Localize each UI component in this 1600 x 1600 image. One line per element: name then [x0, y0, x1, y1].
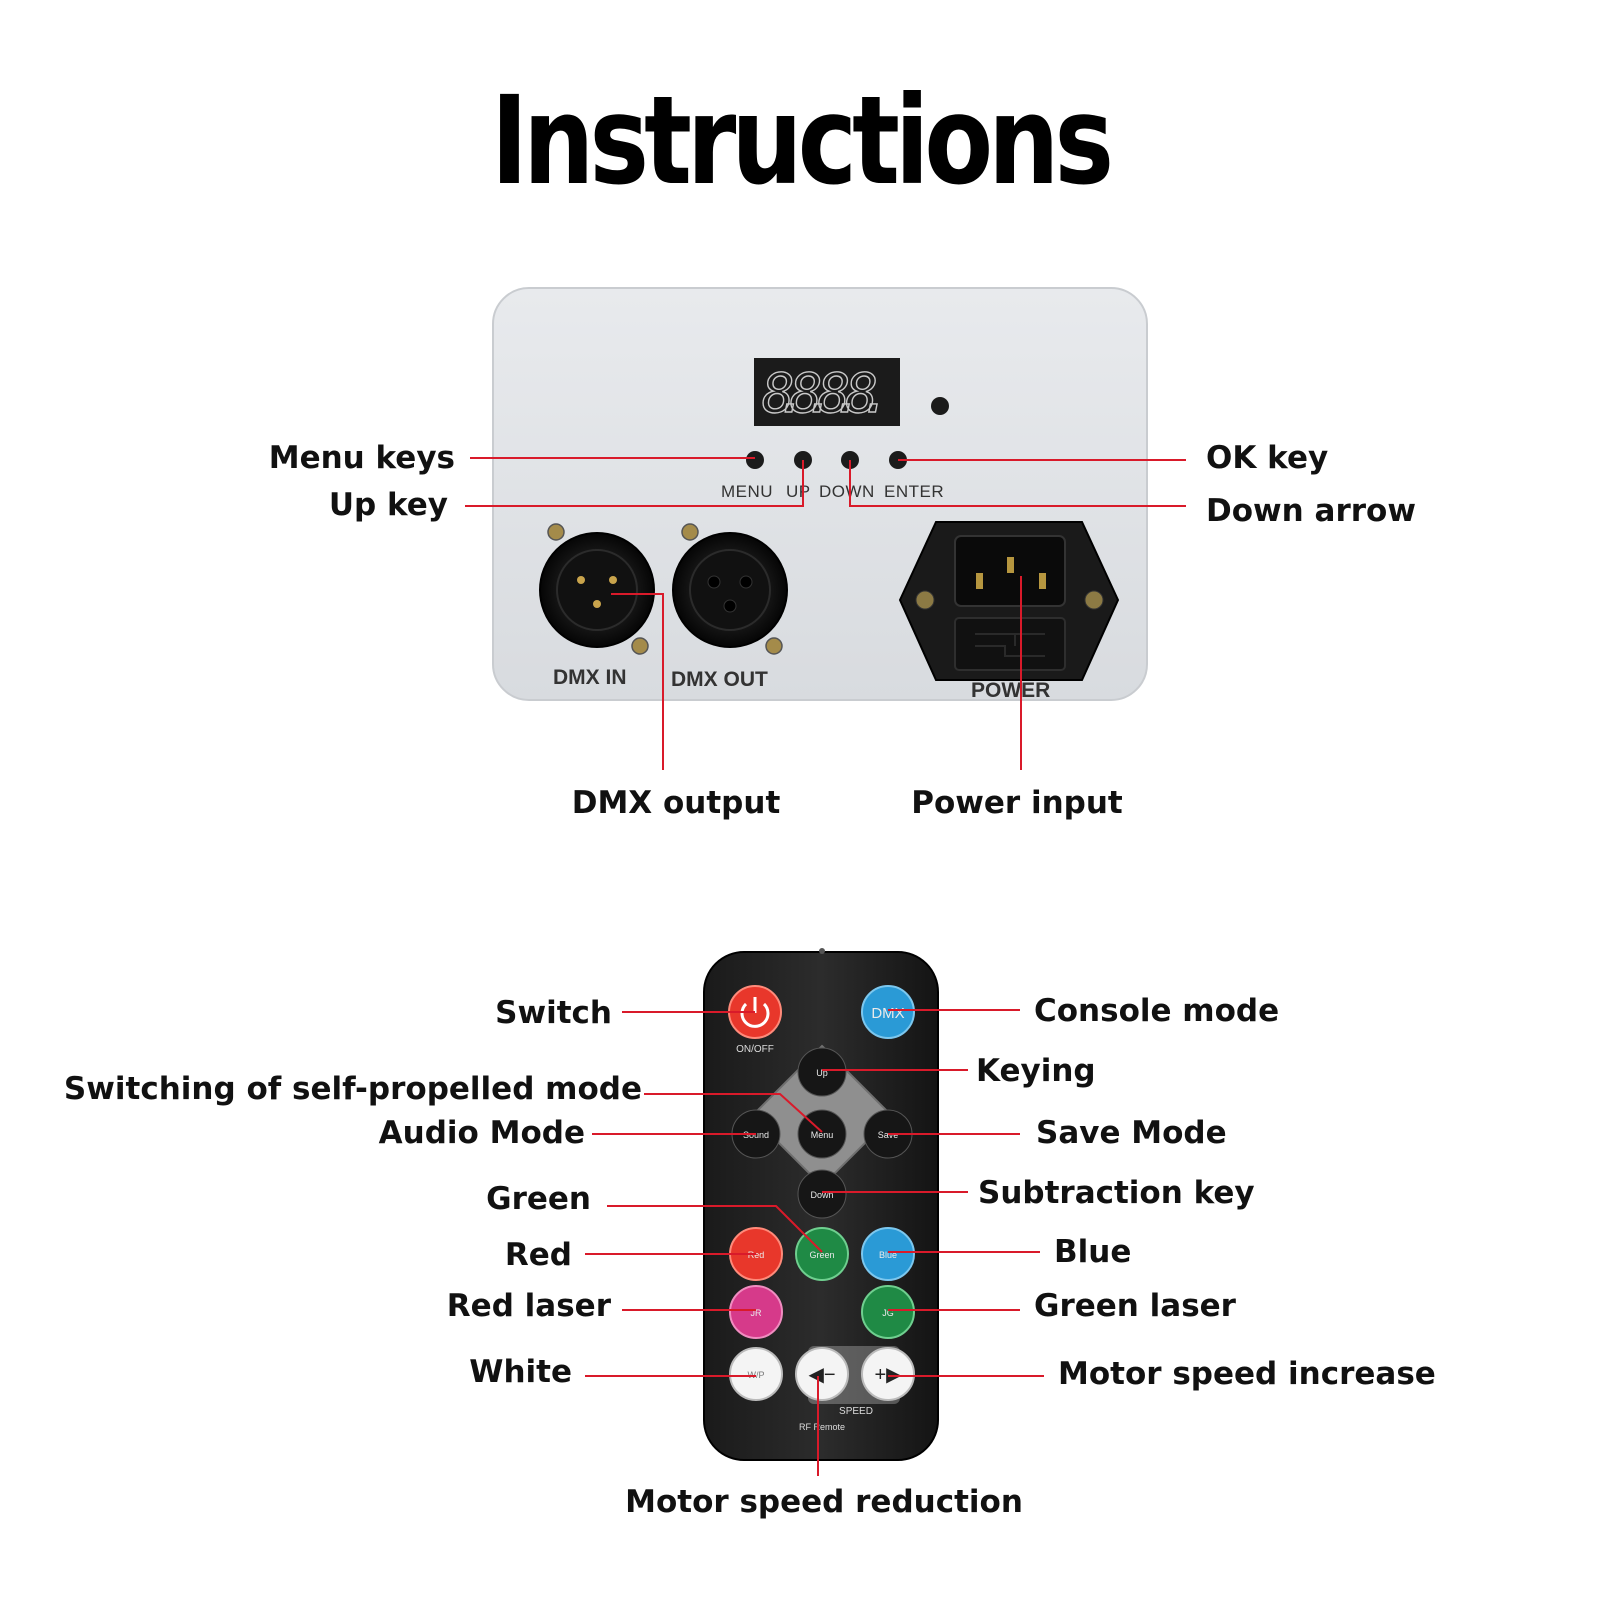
- screw-icon: [765, 637, 783, 655]
- indicator-led: [931, 397, 949, 415]
- white-key[interactable]: [729, 1347, 783, 1401]
- self-propelled-leader: [644, 1093, 823, 1133]
- segment-display: 8.8.8.8.: [754, 358, 900, 426]
- speed-down-key-label: ◀−: [808, 1364, 835, 1386]
- dmx-in-label: DMX IN: [553, 666, 627, 689]
- dmx-output-callout: DMX output: [572, 785, 781, 821]
- screw-icon: [547, 523, 565, 541]
- dmx-out-label: DMX OUT: [671, 668, 768, 691]
- down-arrow-leader: [849, 460, 1186, 507]
- pin-icon: [1007, 557, 1014, 573]
- fuse-drawer: [954, 617, 1066, 671]
- down-key-label: Down: [810, 1190, 833, 1200]
- up-button-label: UP: [786, 482, 811, 501]
- speed-up-key[interactable]: [861, 1347, 915, 1401]
- rf-remote: ON/OFF DMX Up Sound Menu Save Down Red G…: [703, 948, 939, 1461]
- console-mode-callout: Console mode: [1034, 993, 1279, 1029]
- pin-icon: [609, 576, 617, 584]
- socket-hole-icon: [723, 599, 737, 613]
- blue-key[interactable]: [861, 1227, 915, 1281]
- down-arrow-callout: Down arrow: [1206, 493, 1416, 529]
- switch-callout: Switch: [495, 995, 612, 1031]
- enter-button-label: ENTER: [884, 482, 944, 501]
- pin-icon: [1039, 573, 1046, 589]
- menu-key-label: Menu: [811, 1130, 834, 1140]
- rf-remote-label: RF Remote: [799, 1422, 845, 1432]
- save-mode-callout: Save Mode: [1036, 1115, 1227, 1151]
- dmx-out-connector[interactable]: [672, 523, 788, 655]
- dmx-in-connector[interactable]: [539, 523, 655, 655]
- green-leader: [607, 1205, 823, 1253]
- down-button-label: DOWN: [819, 482, 875, 501]
- power-key-label: ON/OFF: [736, 1044, 774, 1055]
- display-window: [754, 358, 900, 426]
- screw-icon: [915, 590, 935, 610]
- keying-callout: Keying: [976, 1053, 1096, 1089]
- red-callout: Red: [505, 1237, 572, 1273]
- green-laser-key[interactable]: [861, 1285, 915, 1339]
- socket-hole-icon: [739, 575, 753, 589]
- dmx-output-leader: [611, 593, 664, 770]
- blue-callout: Blue: [1054, 1234, 1131, 1270]
- control-panel: 8.8.8.8. MENU UP DOWN ENTER: [492, 287, 1148, 702]
- audio-mode-callout: Audio Mode: [379, 1115, 585, 1151]
- green-key-label: Green: [809, 1250, 834, 1260]
- subtraction-key-callout: Subtraction key: [978, 1175, 1255, 1211]
- speed-down-key[interactable]: [795, 1347, 849, 1401]
- screw-icon: [681, 523, 699, 541]
- power-label: POWER: [971, 679, 1050, 702]
- blue-key-label: Blue: [879, 1250, 897, 1260]
- menu-button[interactable]: [746, 451, 764, 469]
- red-laser-callout: Red laser: [447, 1288, 612, 1324]
- ok-key-callout: OK key: [1206, 440, 1328, 476]
- up-key-callout: Up key: [329, 487, 448, 523]
- pin-icon: [593, 600, 601, 608]
- self-propelled-callout: Switching of self-propelled mode: [64, 1071, 642, 1107]
- speed-label: SPEED: [839, 1406, 873, 1417]
- pin-icon: [976, 573, 983, 589]
- pin-icon: [577, 576, 585, 584]
- screw-icon: [1084, 590, 1104, 610]
- motor-speed-reduction-callout: Motor speed reduction: [625, 1484, 1023, 1520]
- socket-hole-icon: [707, 575, 721, 589]
- green-callout: Green: [486, 1181, 591, 1217]
- power-inlet[interactable]: [898, 521, 1120, 681]
- dmx-key-label: DMX: [871, 1005, 904, 1022]
- up-key[interactable]: [797, 1047, 847, 1097]
- display-digits: 8.8.8.8.: [762, 362, 892, 425]
- dmx-key[interactable]: [861, 985, 915, 1039]
- green-laser-key-label: JG: [882, 1308, 894, 1318]
- up-key-label: Up: [816, 1068, 828, 1078]
- screw-icon: [631, 637, 649, 655]
- up-key-leader: [465, 460, 804, 507]
- down-key[interactable]: [797, 1169, 847, 1219]
- red-laser-key[interactable]: [729, 1285, 783, 1339]
- power-input-callout: Power input: [911, 785, 1123, 821]
- red-laser-key-label: JR: [751, 1308, 763, 1318]
- menu-button-label: MENU: [721, 482, 773, 501]
- page-title: Instructions: [490, 70, 1114, 212]
- green-laser-callout: Green laser: [1034, 1288, 1237, 1324]
- white-callout: White: [469, 1354, 572, 1390]
- green-key[interactable]: [795, 1227, 849, 1281]
- motor-speed-increase-callout: Motor speed increase: [1058, 1356, 1436, 1392]
- menu-keys-callout: Menu keys: [269, 440, 455, 476]
